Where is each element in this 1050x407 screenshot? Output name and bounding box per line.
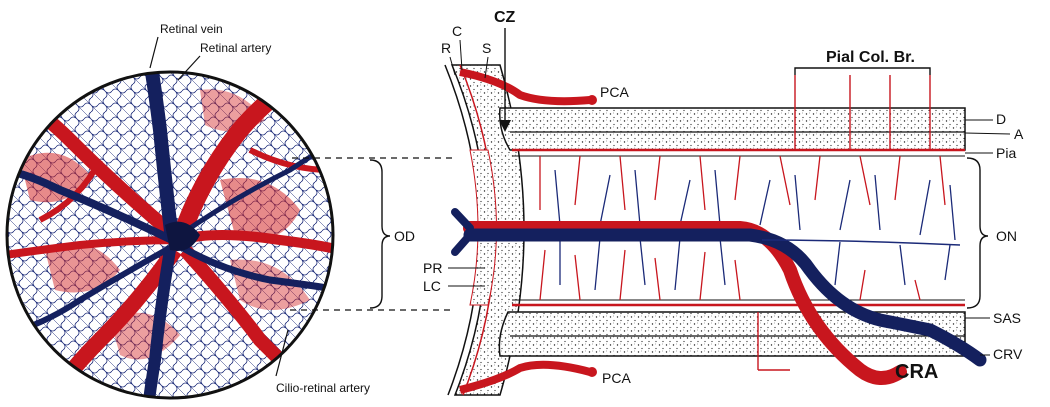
- label-crv: CRV: [993, 346, 1023, 362]
- label-pia: Pia: [996, 145, 1016, 161]
- retinal-vein-label-group: Retinal vein: [149, 22, 223, 69]
- label-cz: CZ: [494, 9, 516, 26]
- label-pial-col-br: Pial Col. Br.: [826, 49, 915, 66]
- fundus-disc-illustration: [5, 70, 335, 400]
- label-sas: SAS: [993, 310, 1021, 326]
- label-pca-bottom: PCA: [602, 370, 631, 386]
- retinal-vein-label: Retinal vein: [160, 22, 223, 36]
- label-pca-top: PCA: [600, 84, 629, 100]
- label-on: ON: [996, 228, 1017, 244]
- retinal-artery-label-group: Retinal artery: [177, 41, 271, 81]
- label-s: S: [482, 40, 491, 56]
- label-r: R: [441, 40, 451, 56]
- label-lc: LC: [423, 278, 441, 294]
- label-c: C: [452, 23, 462, 39]
- od-label: OD: [394, 228, 415, 244]
- cilio-retinal-artery-label: Cilio-retinal artery: [276, 381, 370, 395]
- optic-nerve-section: [444, 64, 989, 396]
- optic-nerve-labels: R C S CZ PCA PCA Pial Col. Br. D A Pia O…: [423, 9, 1024, 386]
- label-pr: PR: [423, 260, 442, 276]
- od-bracket: OD: [290, 157, 455, 311]
- label-a: A: [1014, 126, 1024, 142]
- label-d: D: [996, 111, 1006, 127]
- cilio-retinal-artery-label-group: Cilio-retinal artery: [275, 329, 370, 395]
- label-cra: CRA: [895, 361, 938, 383]
- retinal-artery-label: Retinal artery: [200, 41, 271, 55]
